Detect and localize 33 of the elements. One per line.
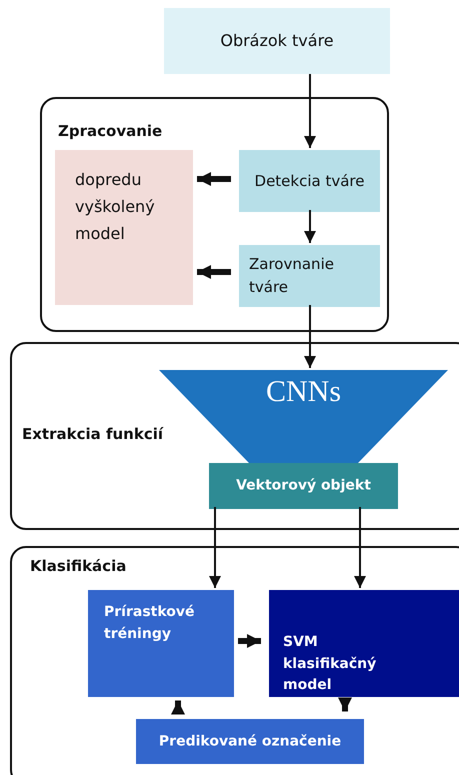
arrow — [304, 305, 316, 368]
arrow — [354, 507, 366, 588]
group-title: Klasifikácia — [30, 556, 126, 576]
process-box — [239, 245, 380, 307]
process-box — [164, 8, 390, 74]
arrow — [197, 172, 231, 186]
process-box — [269, 590, 459, 697]
group-panel — [10, 342, 459, 530]
group-title: Extrakcia funkcií — [22, 424, 163, 444]
arrow — [197, 265, 231, 279]
arrow — [238, 634, 261, 648]
process-box — [209, 463, 398, 509]
funnel-label: CNNs — [264, 374, 342, 410]
arrow — [304, 210, 316, 243]
arrow — [304, 74, 316, 148]
box-label: Vektorový objekt — [236, 476, 371, 496]
box-label: SVM klasifikačný model — [283, 633, 378, 696]
group-title: Zpracovanie — [58, 121, 162, 142]
process-box — [136, 719, 364, 764]
box-label: dopredu vyškolený model — [75, 169, 156, 246]
box-label: Detekcia tváre — [254, 170, 364, 192]
box-label: Zarovnanie tváre — [249, 254, 335, 298]
arrow — [171, 700, 185, 714]
process-box — [55, 150, 193, 305]
box-label: Prírastkové tréningy — [104, 603, 196, 644]
arrow — [338, 698, 352, 712]
box-label: Obrázok tváre — [220, 30, 334, 52]
group-panel — [40, 97, 389, 332]
group-panel — [10, 546, 459, 775]
box-label: Predikované označenie — [158, 732, 342, 751]
process-box — [88, 590, 234, 697]
arrow — [209, 507, 221, 588]
process-box — [239, 150, 380, 212]
